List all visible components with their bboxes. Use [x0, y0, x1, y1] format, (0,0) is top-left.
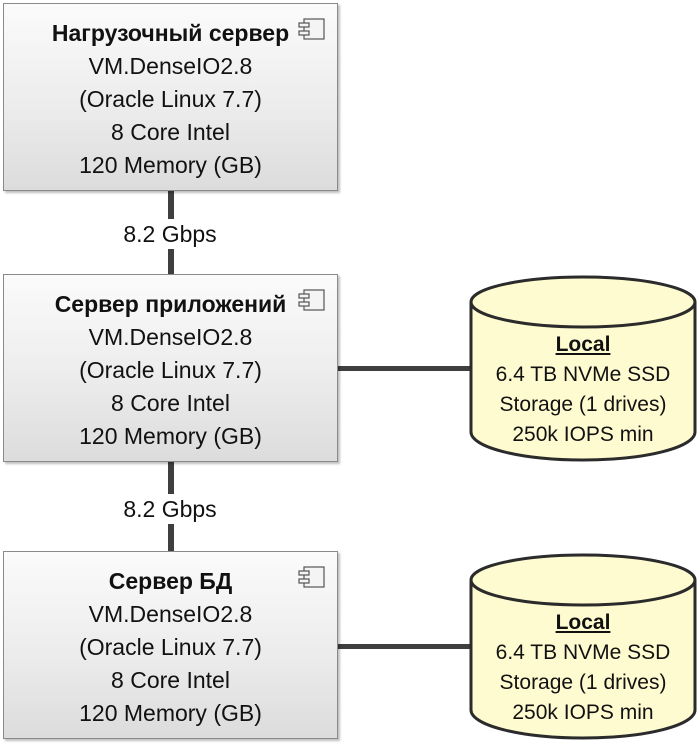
storage-drives: Storage (1 drives)	[499, 671, 667, 694]
storage-iops: 250k IOPS min	[512, 701, 654, 724]
server-node-load[interactable]: Нагрузочный сервер VM.DenseIO2.8 (Oracle…	[3, 3, 338, 191]
bandwidth-label: 8.2 Gbps	[60, 219, 280, 249]
connector-db-to-storage	[337, 644, 471, 649]
storage-capacity: 6.4 TB NVMe SSD	[495, 641, 671, 664]
server-shape: VM.DenseIO2.8	[88, 53, 253, 79]
server-shape: VM.DenseIO2.8	[88, 324, 253, 350]
server-os: (Oracle Linux 7.7)	[79, 357, 262, 383]
storage-title: Local	[555, 333, 611, 356]
server-cpu: 8 Core Intel	[111, 667, 230, 693]
connector-app-to-storage	[337, 366, 471, 371]
server-memory: 120 Memory (GB)	[79, 152, 262, 178]
storage-node-app[interactable]: Local 6.4 TB NVMe SSD Storage (1 drives)…	[468, 274, 698, 464]
server-node-db[interactable]: Сервер БД VM.DenseIO2.8 (Oracle Linux 7.…	[3, 551, 338, 739]
storage-iops: 250k IOPS min	[512, 423, 654, 446]
server-node-app[interactable]: Сервер приложений VM.DenseIO2.8 (Oracle …	[3, 274, 338, 462]
server-os: (Oracle Linux 7.7)	[79, 634, 262, 660]
uml-component-icon	[298, 566, 325, 588]
server-shape: VM.DenseIO2.8	[88, 601, 253, 627]
server-title: Нагрузочный сервер	[51, 20, 290, 46]
storage-drives: Storage (1 drives)	[499, 393, 667, 416]
server-title: Сервер приложений	[54, 291, 287, 317]
bandwidth-label: 8.2 Gbps	[60, 494, 280, 524]
database-cylinder-icon	[469, 275, 697, 462]
server-memory: 120 Memory (GB)	[79, 700, 262, 726]
server-memory: 120 Memory (GB)	[79, 423, 262, 449]
server-os: (Oracle Linux 7.7)	[79, 86, 262, 112]
server-title: Сервер БД	[108, 568, 233, 594]
server-cpu: 8 Core Intel	[111, 119, 230, 145]
uml-component-icon	[298, 18, 325, 40]
uml-component-icon	[298, 289, 325, 311]
storage-node-db[interactable]: Local 6.4 TB NVMe SSD Storage (1 drives)…	[468, 552, 698, 742]
server-cpu: 8 Core Intel	[111, 390, 230, 416]
storage-capacity: 6.4 TB NVMe SSD	[495, 363, 671, 386]
storage-title: Local	[555, 611, 611, 634]
database-cylinder-icon	[469, 553, 697, 740]
